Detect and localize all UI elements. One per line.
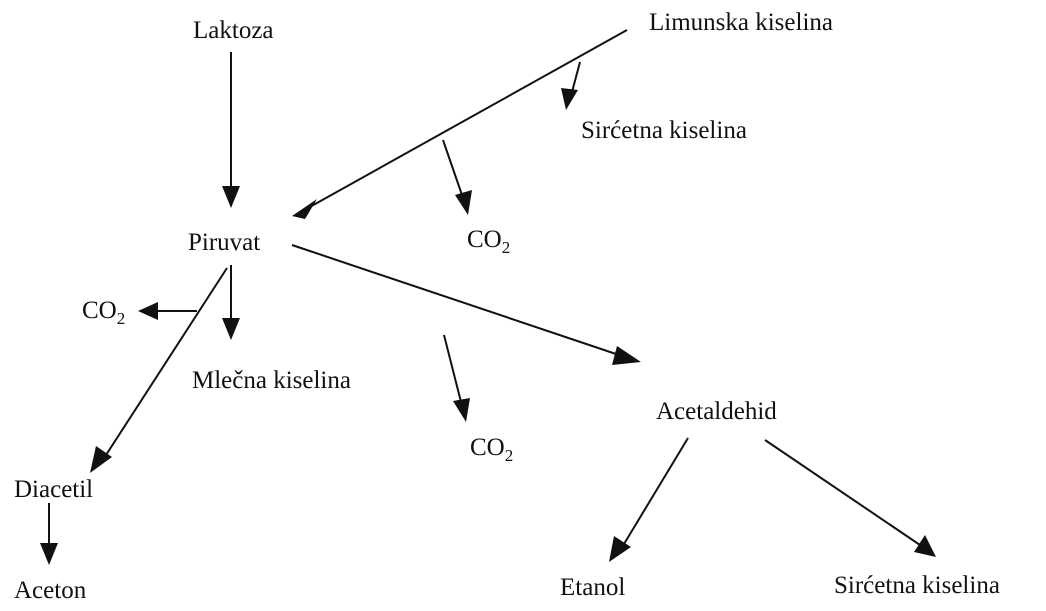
node-co2-top: CO2: [467, 226, 510, 257]
node-aceton: Aceton: [14, 577, 87, 604]
arrowhead-co2-top: [455, 190, 472, 215]
edge-limunska-piruvat: [307, 29, 628, 209]
node-laktoza: Laktoza: [193, 17, 274, 44]
co2-mid-base: CO: [470, 434, 505, 461]
node-diacetil: Diacetil: [14, 476, 93, 503]
arrowhead-aceton: [40, 543, 58, 565]
edge-to-co2-mid: [443, 334, 462, 403]
arrowhead-mlecna: [222, 318, 240, 340]
arrowhead-sircetna-bottom: [914, 535, 936, 557]
co2-mid-subscript: 2: [505, 446, 514, 465]
co2-left-base: CO: [82, 297, 117, 324]
arrowhead-etanol: [609, 536, 631, 562]
edge-piruvat-acetaldehid: [291, 244, 623, 357]
node-acetaldehid: Acetaldehid: [656, 398, 777, 425]
edge-acetaldehid-sircetna-bottom: [764, 439, 921, 546]
node-sircetna-kiselina-top: Sirćetna kiselina: [581, 117, 747, 144]
arrowhead-sircetna-top: [561, 88, 578, 110]
node-mlecna-kiselina: Mlečna kiselina: [192, 367, 351, 394]
edge-limunska-sircetna-top: [571, 61, 581, 93]
arrowhead-piruvat-from-limunska: [292, 199, 317, 219]
node-sircetna-kiselina-bottom: Sirćetna kiselina: [834, 572, 1000, 599]
co2-top-base: CO: [467, 226, 502, 253]
edge-piruvat-diacetil: [105, 267, 228, 456]
arrowhead-acetaldehid: [612, 346, 641, 365]
co2-top-subscript: 2: [502, 238, 511, 257]
arrowhead-diacetil: [90, 446, 112, 473]
node-piruvat: Piruvat: [188, 229, 260, 256]
arrowhead-piruvat-from-laktoza: [222, 186, 240, 208]
node-co2-left: CO2: [82, 297, 125, 328]
node-co2-mid: CO2: [470, 434, 513, 465]
arrowhead-co2-mid: [453, 398, 470, 422]
node-etanol: Etanol: [560, 574, 625, 601]
arrowhead-co2-left: [138, 302, 158, 320]
node-limunska-kiselina: Limunska kiselina: [649, 9, 833, 36]
co2-left-subscript: 2: [117, 309, 126, 328]
edge-to-co2-top: [442, 139, 463, 196]
edge-acetaldehid-etanol: [623, 437, 689, 545]
